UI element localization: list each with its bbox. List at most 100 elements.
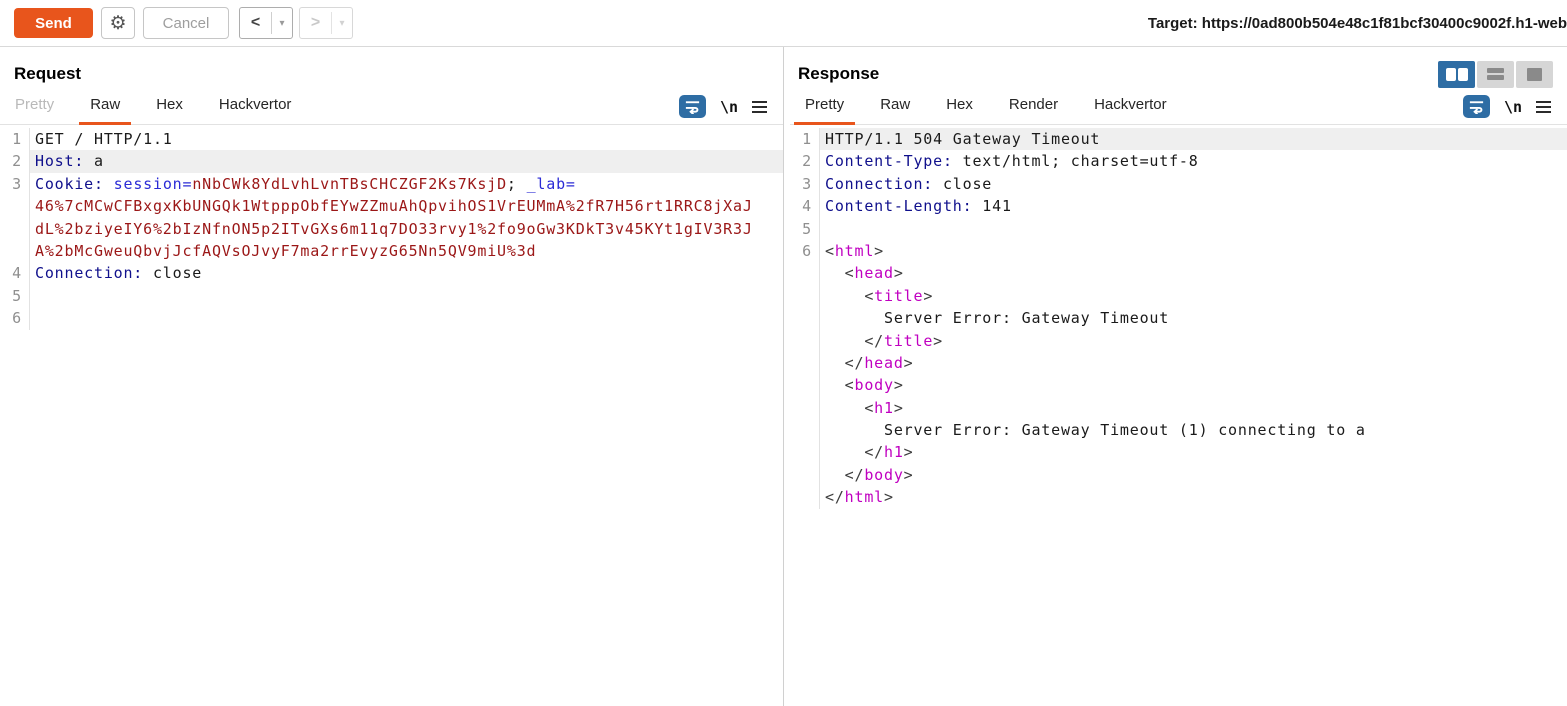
line-content: dL%2bziyeIY6%2bIzNfnON5p2ITvGXs6m11q7DO3… [35,219,753,238]
back-icon[interactable]: < [250,14,261,31]
line-number [790,441,820,464]
code-line: 4 Connection: close [0,262,783,285]
forward-dropdown-icon[interactable]: ▾ [339,17,345,29]
line-number [0,217,30,240]
layout-columns-button[interactable] [1438,60,1475,88]
line-content: <title> [864,286,934,305]
line-content: GET / HTTP/1.1 [35,130,173,148]
line-content: </head> [844,353,914,372]
line-number [0,239,30,263]
line-number: 4 [790,195,820,218]
line-content: Cookie: session=nNbCWk8YdLvhLvnTBsCHCZGF… [35,174,576,193]
line-content: Content-Length: 141 [825,197,1012,216]
line-number [790,374,820,397]
line-number: 2 [790,150,820,173]
rows-icon [1487,68,1504,80]
line-content: <html> [825,241,885,260]
tab-pretty[interactable]: Pretty [15,96,55,113]
tab-raw[interactable]: Raw [880,96,911,113]
line-number [790,419,820,442]
newline-toggle-button[interactable]: \n [1503,97,1522,116]
code-line: <title> [790,284,1567,308]
gear-icon: ⚙ [109,12,127,34]
single-icon [1527,67,1542,81]
line-content: Server Error: Gateway Timeout [825,309,1170,328]
response-tabs-row: Pretty Raw Hex Render Hackvertor \n [790,89,1567,125]
history-forward-group: > ▾ [299,7,353,39]
line-number: 1 [0,128,30,151]
line-number [790,284,820,308]
tab-raw[interactable]: Raw [79,89,132,125]
line-number: 2 [0,150,30,173]
back-dropdown-icon[interactable]: ▾ [279,17,285,29]
code-line: dL%2bziyeIY6%2bIzNfnON5p2ITvGXs6m11q7DO3… [0,217,783,240]
code-line: 1 GET / HTTP/1.1 [0,128,783,151]
tab-hex[interactable]: Hex [946,96,973,113]
code-line: <h1> [790,396,1567,420]
word-wrap-icon [1469,101,1484,114]
code-line: </title> [790,329,1567,352]
line-number [790,486,820,509]
request-panel: Request Pretty Raw Hex Hackvertor \n 1 GET /… [0,47,784,706]
line-content: </html> [825,488,894,507]
split-view: Request Pretty Raw Hex Hackvertor \n 1 GET /… [0,47,1567,706]
tab-hex[interactable]: Hex [156,96,183,113]
line-content: Connection: close [35,264,203,283]
menu-icon[interactable] [1536,100,1551,113]
layout-switcher [1438,60,1553,88]
word-wrap-icon [685,101,700,114]
line-number: 4 [0,262,30,285]
line-content: </h1> [864,443,914,462]
code-line: 6 [0,307,783,330]
word-wrap-button[interactable] [1462,95,1490,118]
line-content: 46%7cMCwCFBxgxKbUNGQk1WtpppObfEYwZZmuAhQ… [35,197,753,216]
layout-rows-button[interactable] [1477,60,1514,88]
line-number [790,396,820,420]
columns-icon [1445,67,1456,81]
tab-pretty[interactable]: Pretty [794,89,856,125]
divider [331,12,332,34]
line-number [790,329,820,352]
code-line: 5 [790,217,1567,240]
code-line: </body> [790,463,1567,487]
history-back-group: < ▾ [239,7,293,39]
tab-render[interactable]: Render [1008,96,1059,113]
line-number [790,463,820,487]
code-line: 4 Content-Length: 141 [790,195,1567,218]
line-number: 6 [0,307,30,330]
code-line: Server Error: Gateway Timeout [790,307,1567,330]
word-wrap-button[interactable] [678,95,706,118]
menu-icon[interactable] [752,100,767,113]
line-number [790,351,820,375]
layout-single-button[interactable] [1516,60,1553,88]
cancel-button[interactable]: Cancel [143,7,229,39]
send-button[interactable]: Send [14,8,93,38]
code-line: <head> [790,262,1567,285]
line-content: <body> [844,376,904,395]
code-line: 6<html> [790,239,1567,263]
line-content: Host: a [30,150,783,173]
request-title: Request [14,64,82,83]
forward-icon[interactable]: > [310,14,321,31]
settings-button[interactable]: ⚙ [101,7,135,39]
code-line: 46%7cMCwCFBxgxKbUNGQk1WtpppObfEYwZZmuAhQ… [0,195,783,218]
line-number [790,262,820,285]
code-line: A%2bMcGweuQbvjJcfAQVsOJvyF7ma2rrEvyzG65N… [0,239,783,263]
line-number [0,195,30,218]
newline-toggle-button[interactable]: \n [719,97,738,116]
tab-hackvertor[interactable]: Hackvertor [1094,96,1167,113]
line-number [790,307,820,330]
line-content [30,285,783,307]
tab-hackvertor[interactable]: Hackvertor [218,96,292,113]
line-content: Server Error: Gateway Timeout (1) connec… [825,421,1366,440]
line-content: </body> [844,465,914,484]
line-content [30,307,783,329]
line-number: 5 [0,284,30,308]
request-tabs: Pretty Raw Hex Hackvertor [0,89,316,125]
